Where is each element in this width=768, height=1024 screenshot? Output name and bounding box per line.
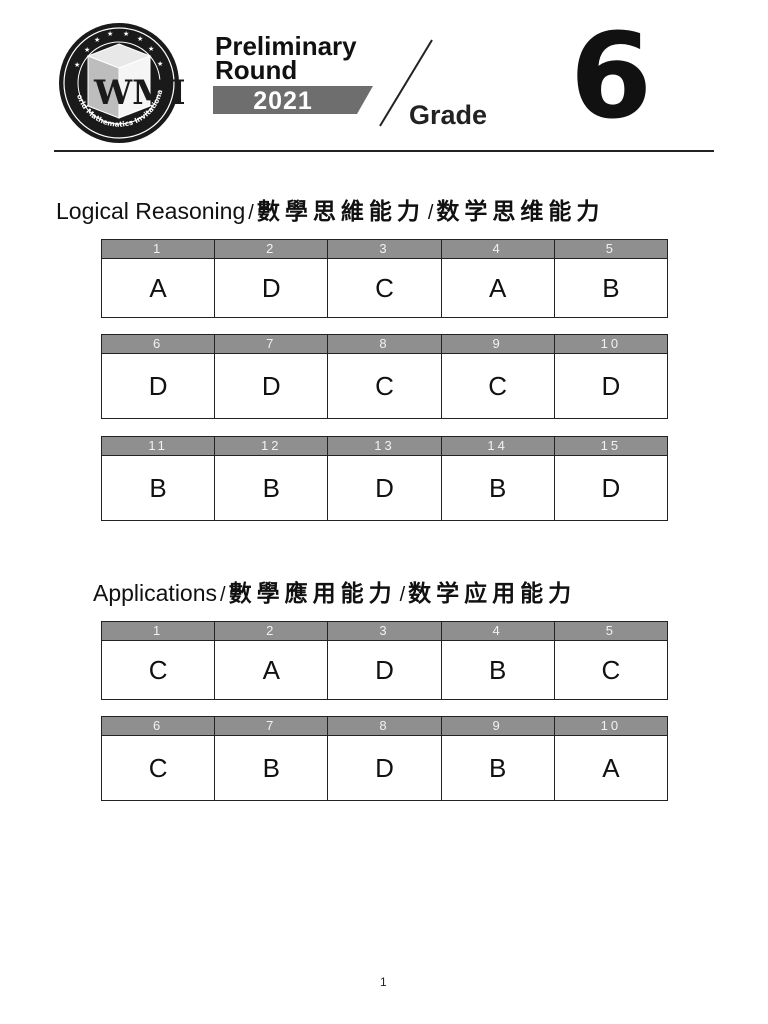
separator: / [248,202,254,224]
answer-cell: A [214,640,329,700]
answer-cell: B [214,455,329,521]
question-number: 2 [214,621,329,641]
answer-cell: D [100,353,216,419]
question-number-row: 6 7 8 9 10 [100,334,669,354]
answer-row: A D C A B [100,258,669,318]
section-title-trad: 數學應用能力 [228,581,397,607]
separator: / [427,202,434,224]
logo-letters: WMI [93,73,184,113]
question-number: 7 [214,716,329,736]
svg-text:★: ★ [94,36,100,44]
question-number-row: 1 2 3 4 5 [100,621,669,641]
question-number: 8 [327,334,442,354]
answer-cell: B [440,735,555,801]
answer-cell: B [440,640,555,700]
question-number: 1 [100,621,216,641]
section-title-simp: 数学应用能力 [408,581,577,607]
answer-row: B B D B D [100,455,669,521]
grade-number: 6 [570,7,652,145]
answer-table-lr-2: 6 7 8 9 10 D D C C D [100,334,669,419]
question-number: 11 [100,436,216,456]
section-title-en: Logical Reasoning [56,198,246,224]
wmi-logo: ★★★ ★★★ ★★ WMI World Mathematics Invitat… [54,22,184,143]
answer-row: C A D B C [100,640,669,700]
answer-cell: D [214,258,329,318]
question-number-row: 6 7 8 9 10 [100,716,669,736]
question-number: 15 [553,436,669,456]
answer-table-lr-3: 11 12 13 14 15 B B D B D [100,436,669,521]
question-number: 3 [327,621,442,641]
question-number: 8 [327,716,442,736]
question-number: 6 [100,334,216,354]
title-round: Round [215,55,298,85]
answer-cell: C [100,640,216,700]
svg-text:★: ★ [123,30,129,38]
answer-table-app-2: 6 7 8 9 10 C B D B A [100,716,669,801]
page-number: 1 [380,975,387,989]
answer-cell: C [327,258,442,318]
svg-text:★: ★ [137,35,143,43]
svg-text:★: ★ [74,61,80,69]
answer-cell: B [214,735,329,801]
answer-cell: D [327,455,442,521]
header-divider [54,150,714,152]
answer-cell: D [553,353,669,419]
grade-label: Grade [409,100,488,130]
year-bar [213,86,373,114]
question-number: 4 [440,621,555,641]
answer-cell: B [100,455,216,521]
answer-row: D D C C D [100,353,669,419]
svg-text:★: ★ [148,45,154,53]
question-number: 6 [100,716,216,736]
answer-cell: D [327,735,442,801]
title-preliminary: Preliminary [215,31,357,61]
question-number: 4 [440,239,555,259]
answer-cell: A [553,735,669,801]
question-number: 10 [553,716,669,736]
question-number-row: 11 12 13 14 15 [100,436,669,456]
answer-cell: D [327,640,442,700]
question-number: 5 [553,621,669,641]
section-title-simp: 数学思维能力 [436,199,605,225]
section-title-applications: Applications/數學應用能力/数学应用能力 [93,574,576,608]
divider-slash [379,39,433,127]
section-title-trad: 數學思維能力 [256,199,425,225]
answer-row: C B D B A [100,735,669,801]
answer-cell: C [327,353,442,419]
question-number: 1 [100,239,216,259]
answer-cell: A [100,258,216,318]
year-label: 2021 [253,87,313,115]
answer-cell: D [553,455,669,521]
answer-cell: C [100,735,216,801]
question-number: 9 [440,716,555,736]
answer-cell: C [553,640,669,700]
svg-text:★: ★ [107,30,113,38]
answer-table-app-1: 1 2 3 4 5 C A D B C [100,621,669,700]
question-number: 9 [440,334,555,354]
answer-table-lr-1: 1 2 3 4 5 A D C A B [100,239,669,318]
question-number: 10 [553,334,669,354]
question-number: 3 [327,239,442,259]
question-number: 14 [440,436,555,456]
section-title-logical-reasoning: Logical Reasoning/數學思維能力/数学思维能力 [56,192,604,226]
answer-cell: D [214,353,329,419]
question-number: 5 [553,239,669,259]
separator: / [220,584,226,606]
section-title-en: Applications [93,580,218,606]
question-number: 7 [214,334,329,354]
question-number: 2 [214,239,329,259]
answer-cell: B [440,455,555,521]
question-number: 13 [327,436,442,456]
answer-cell: A [440,258,555,318]
answer-cell: B [553,258,669,318]
question-number: 12 [214,436,329,456]
svg-text:★: ★ [157,60,163,68]
question-number-row: 1 2 3 4 5 [100,239,669,259]
separator: / [399,584,406,606]
answer-cell: C [440,353,555,419]
svg-text:★: ★ [84,46,90,54]
